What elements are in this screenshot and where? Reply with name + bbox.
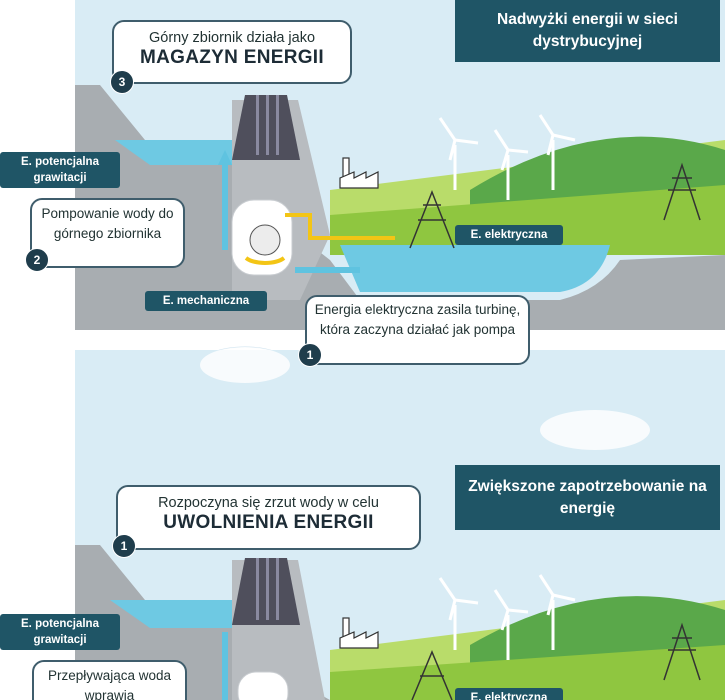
step-badge-2: 2	[25, 248, 49, 272]
top-lower-reservoir	[340, 245, 610, 292]
storage-bubble-emphasis: MAGAZYN ENERGII	[140, 47, 324, 68]
bottom-wind-turbines	[438, 574, 576, 660]
top-rotation-arrow	[244, 256, 286, 265]
electric-energy-label-bottom: E. elektryczna	[455, 688, 563, 700]
bottom-upper-reservoir	[110, 600, 232, 628]
step-badge-3: 3	[110, 70, 134, 94]
potential-energy-label-bottom: E. potencjalna grawitacji	[0, 614, 120, 650]
top-pylons	[409, 162, 701, 249]
mechanical-energy-label: E. mechaniczna	[145, 291, 267, 311]
bottom-machine-room	[237, 671, 289, 700]
electric-power-bubble: Energia elektryczna zasila turbinę, któr…	[305, 295, 530, 365]
top-upper-reservoir	[115, 140, 232, 165]
storage-bubble: Górny zbiornik działa jako MAGAZYN ENERG…	[112, 20, 352, 84]
flow-bubble: Przepływająca woda wprawia	[32, 660, 187, 700]
release-bubble-line: Rozpoczyna się zrzut wody w celu	[158, 495, 379, 511]
bottom-pylons	[411, 622, 701, 700]
top-grass-near	[330, 185, 725, 255]
bottom-grass-near	[330, 645, 725, 700]
potential-energy-label-top: E. potencjalna grawitacji	[0, 152, 120, 188]
top-wind-turbines	[438, 114, 576, 200]
bottom-header: Zwiększone zapotrzebowanie na energię	[455, 465, 720, 530]
step-badge-1-bottom: 1	[112, 534, 136, 558]
electric-energy-label-top: E. elektryczna	[455, 225, 563, 245]
top-turbine-icon	[249, 224, 281, 256]
top-factory-icon	[339, 157, 379, 189]
release-bubble: Rozpoczyna się zrzut wody w celu UWOLNIE…	[116, 485, 421, 550]
storage-bubble-line: Górny zbiornik działa jako	[148, 30, 316, 46]
pumping-bubble: Pompowanie wody do górnego zbiornika	[30, 198, 185, 268]
bottom-factory-icon	[339, 617, 379, 649]
step-badge-1-top: 1	[298, 343, 322, 367]
release-bubble-emphasis: UWOLNIENIA ENERGII	[163, 512, 374, 533]
top-electric-arrow	[285, 213, 395, 240]
top-header: Nadwyżki energii w sieci dystrybucyjnej	[455, 0, 720, 62]
